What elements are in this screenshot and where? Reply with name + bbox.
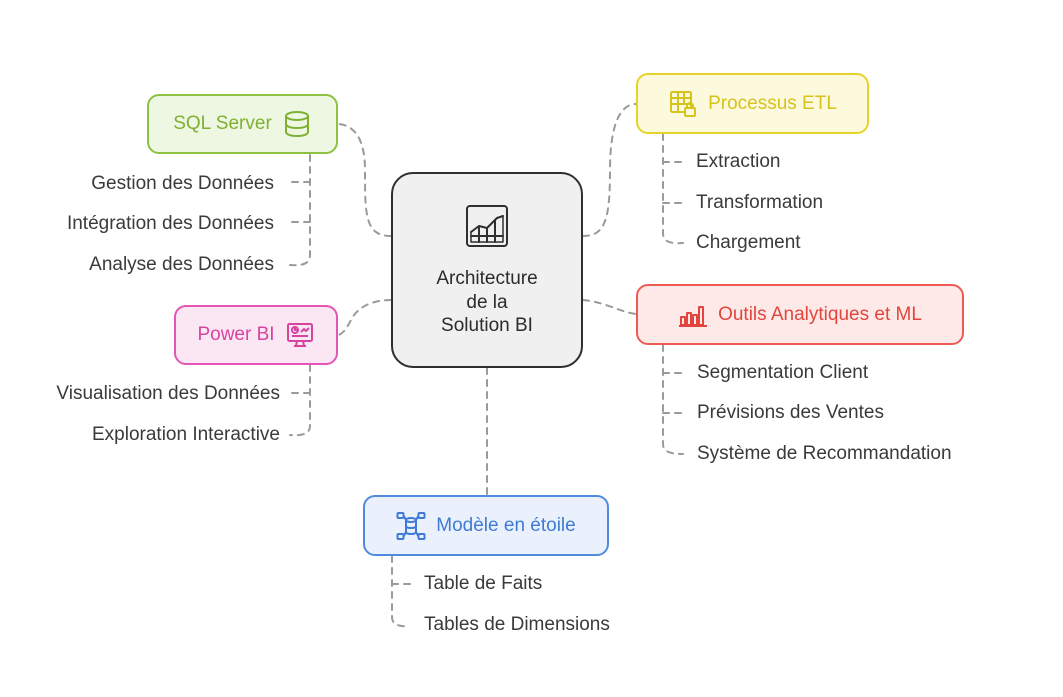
locked-table-icon <box>668 89 698 119</box>
connector-sql-children <box>289 154 311 267</box>
center-node[interactable]: Architecture de la Solution BI <box>391 172 583 368</box>
node-sql-server[interactable]: SQL Server <box>147 94 338 154</box>
node-sql-server-label: SQL Server <box>173 113 272 134</box>
node-star-schema-label: Modèle en étoile <box>436 514 576 536</box>
bar-chart-icon <box>678 300 708 330</box>
dashboard-monitor-icon <box>285 320 315 350</box>
etl-child-1: Extraction <box>696 151 781 172</box>
powerbi-child-1: Visualisation des Données <box>56 383 280 404</box>
connector-powerbi-children <box>289 364 311 437</box>
node-analytics[interactable]: Outils Analytiques et ML <box>636 284 964 345</box>
schema-network-icon <box>396 511 426 541</box>
connector-center-powerbi <box>337 299 392 336</box>
database-icon <box>282 109 312 139</box>
center-title-line-2: de la <box>466 291 508 313</box>
etl-child-2: Transformation <box>696 192 824 213</box>
star-child-2: Tables de Dimensions <box>424 614 610 635</box>
center-title-line-1: Architecture <box>436 267 538 289</box>
analytics-child-1: Segmentation Client <box>697 362 869 383</box>
connector-center-etl <box>582 103 637 237</box>
connector-center-analytics <box>582 299 637 315</box>
sql-child-2: Intégration des Données <box>66 213 274 234</box>
analytics-child-3: Système de Recommandation <box>697 443 952 464</box>
connector-analytics-children <box>662 344 684 455</box>
sql-child-1: Gestion des Données <box>91 173 274 194</box>
sql-child-3: Analyse des Données <box>89 254 274 275</box>
chart-grid-icon <box>463 202 511 257</box>
node-etl-label: Processus ETL <box>708 92 837 114</box>
connector-star-children <box>391 555 411 628</box>
node-analytics-label: Outils Analytiques et ML <box>718 303 922 325</box>
etl-child-3: Chargement <box>696 232 801 253</box>
node-power-bi[interactable]: Power BI <box>174 305 338 365</box>
node-power-bi-label: Power BI <box>197 324 275 345</box>
connector-center-sql <box>337 123 392 237</box>
node-star-schema[interactable]: Modèle en étoile <box>363 495 609 556</box>
analytics-child-2: Prévisions des Ventes <box>697 402 884 423</box>
star-child-1: Table de Faits <box>424 573 543 594</box>
center-title-line-3: Solution BI <box>441 315 533 337</box>
node-etl[interactable]: Processus ETL <box>636 73 869 134</box>
connector-etl-children <box>662 133 684 245</box>
powerbi-child-2: Exploration Interactive <box>92 424 280 445</box>
